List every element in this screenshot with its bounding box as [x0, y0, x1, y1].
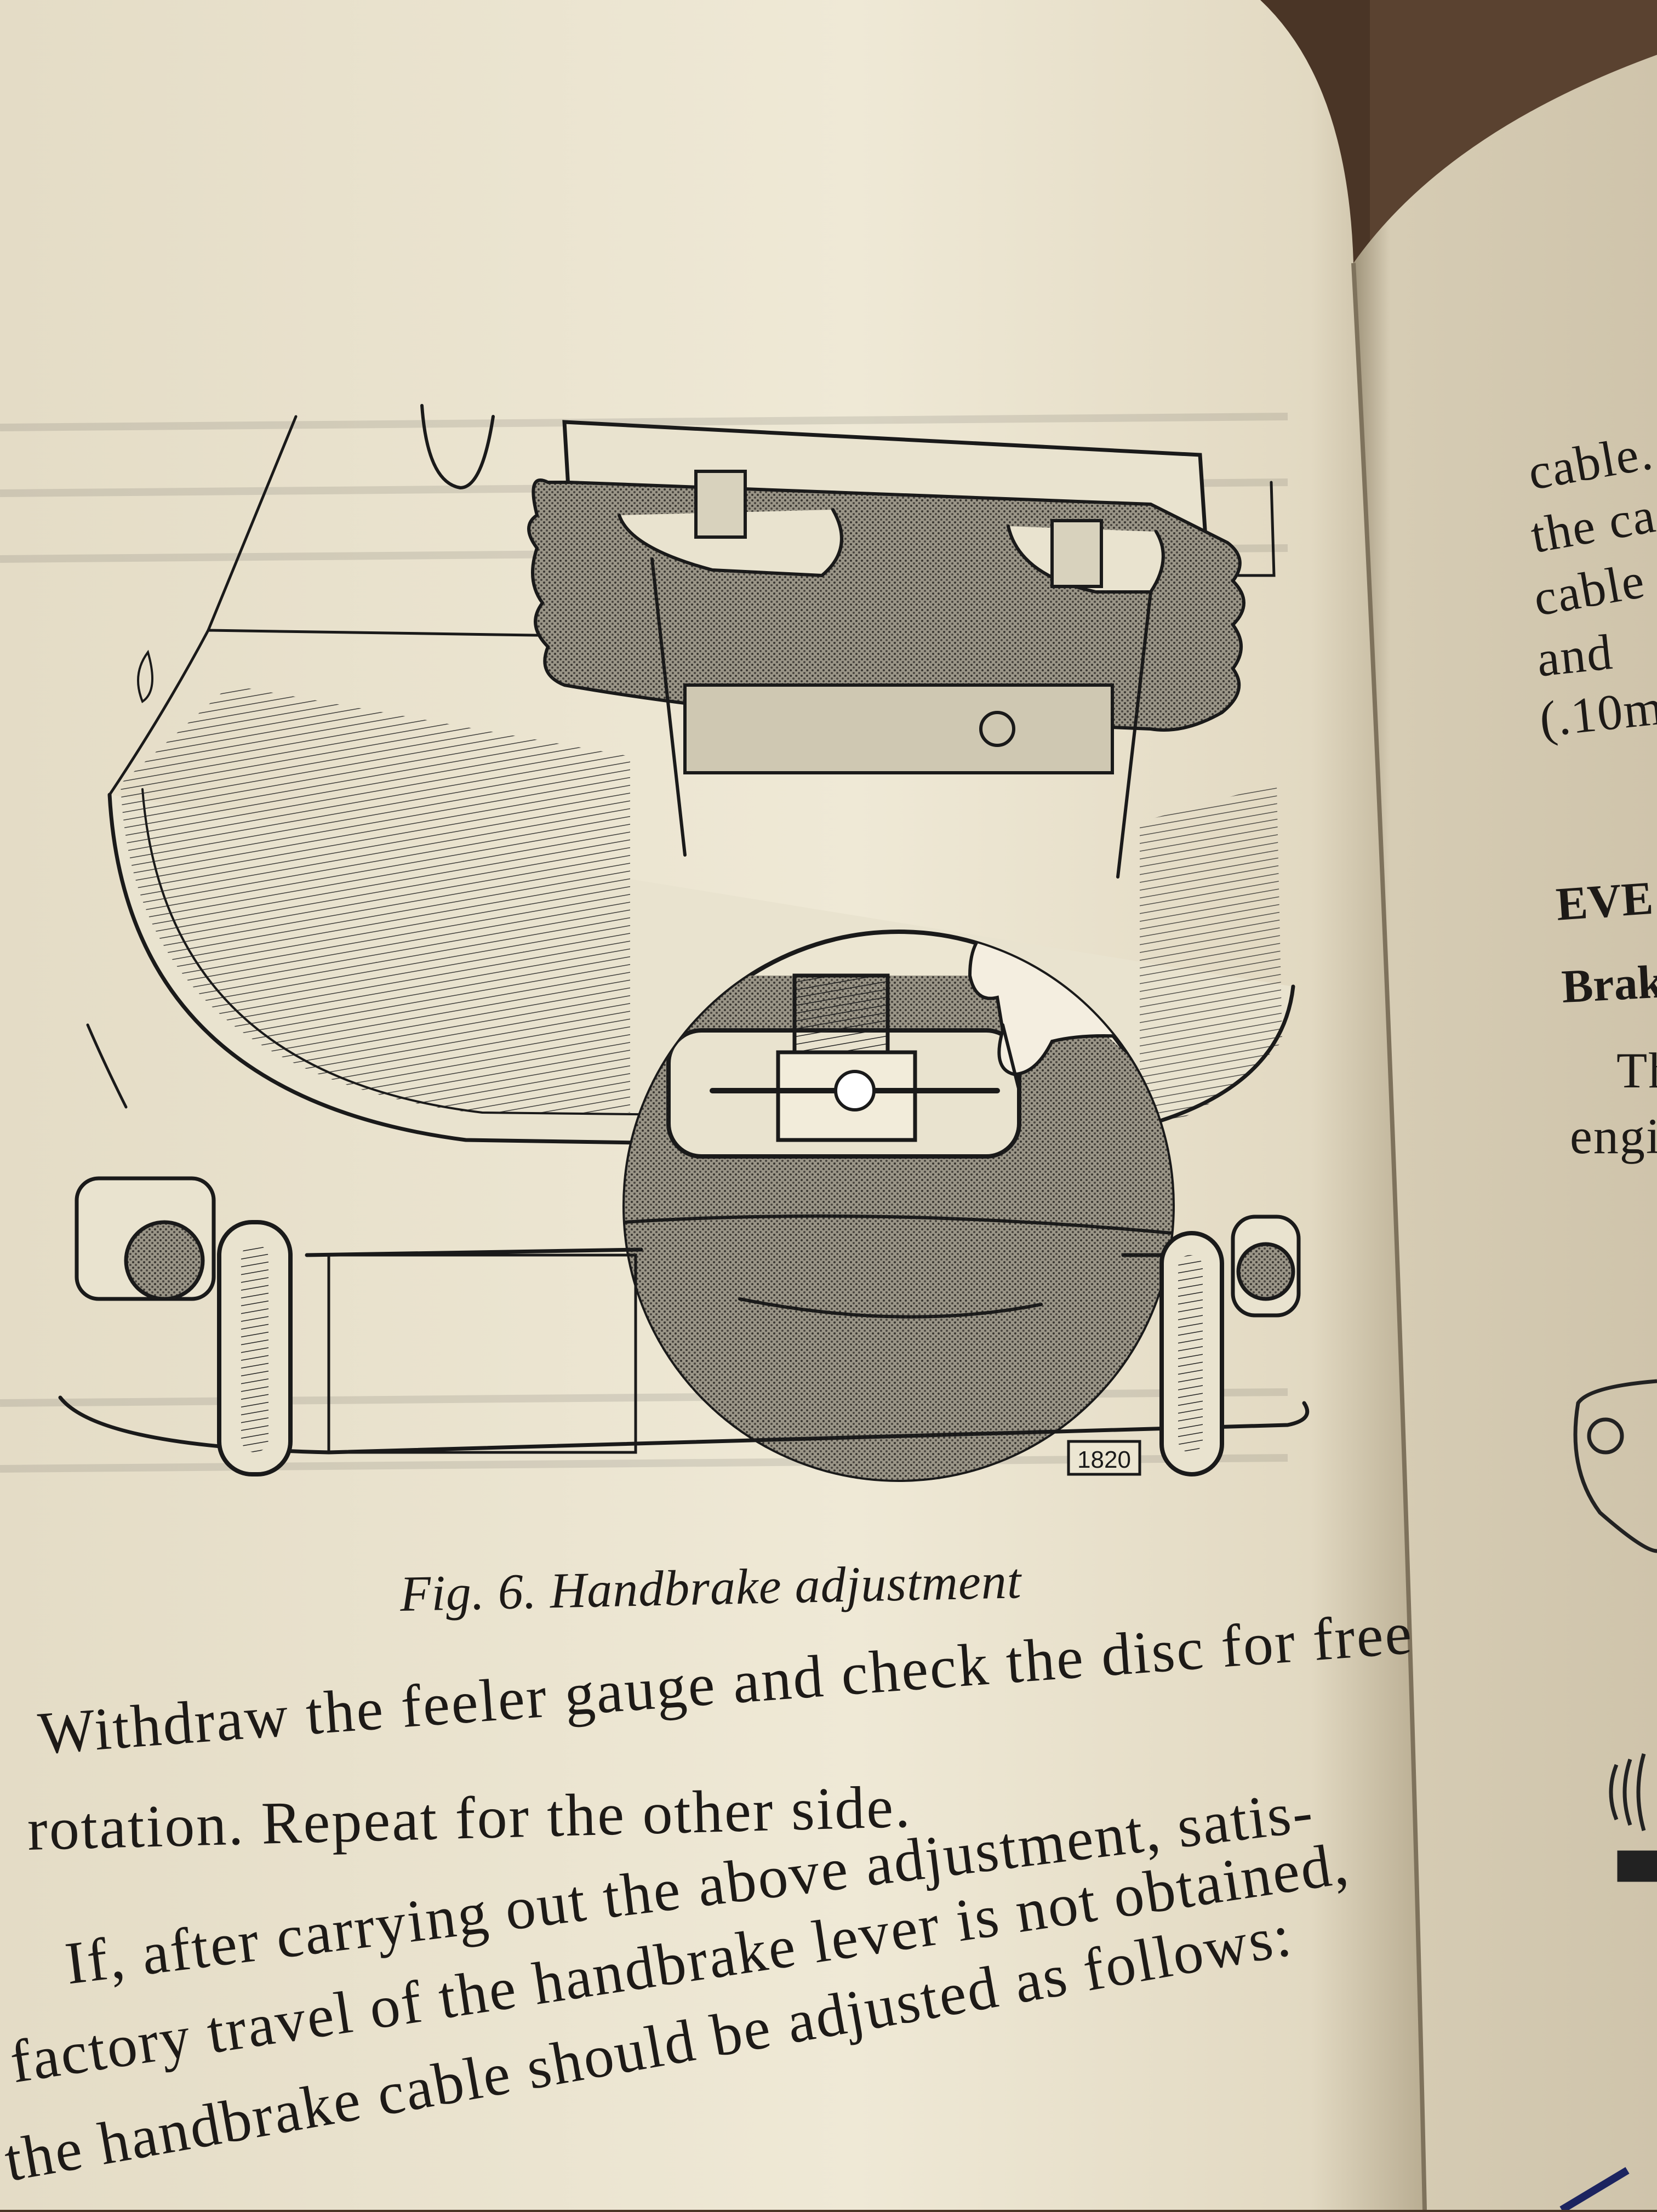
figure-number-box	[1067, 1440, 1141, 1476]
right-page	[1353, 55, 1657, 2210]
right-body-fragment-2: engi	[1570, 1108, 1657, 1164]
right-body-fragment-1: Th	[1616, 1042, 1657, 1098]
book-gutter	[1351, 263, 1427, 2210]
handbrake-cable-left	[650, 557, 687, 857]
figure-number: 1820	[1077, 1446, 1131, 1473]
right-page-partial-drawing	[1559, 1379, 1657, 2212]
right-fragment-5: (.10m	[1536, 679, 1657, 748]
right-fragment-4: and	[1534, 623, 1616, 687]
handbrake-illustration	[58, 404, 1310, 1482]
right-heading-fragment: EVE	[1554, 871, 1655, 931]
right-subheading-fragment: Brak	[1560, 955, 1657, 1013]
axle-tube	[683, 683, 1114, 774]
handbrake-cable-right	[1116, 590, 1152, 879]
